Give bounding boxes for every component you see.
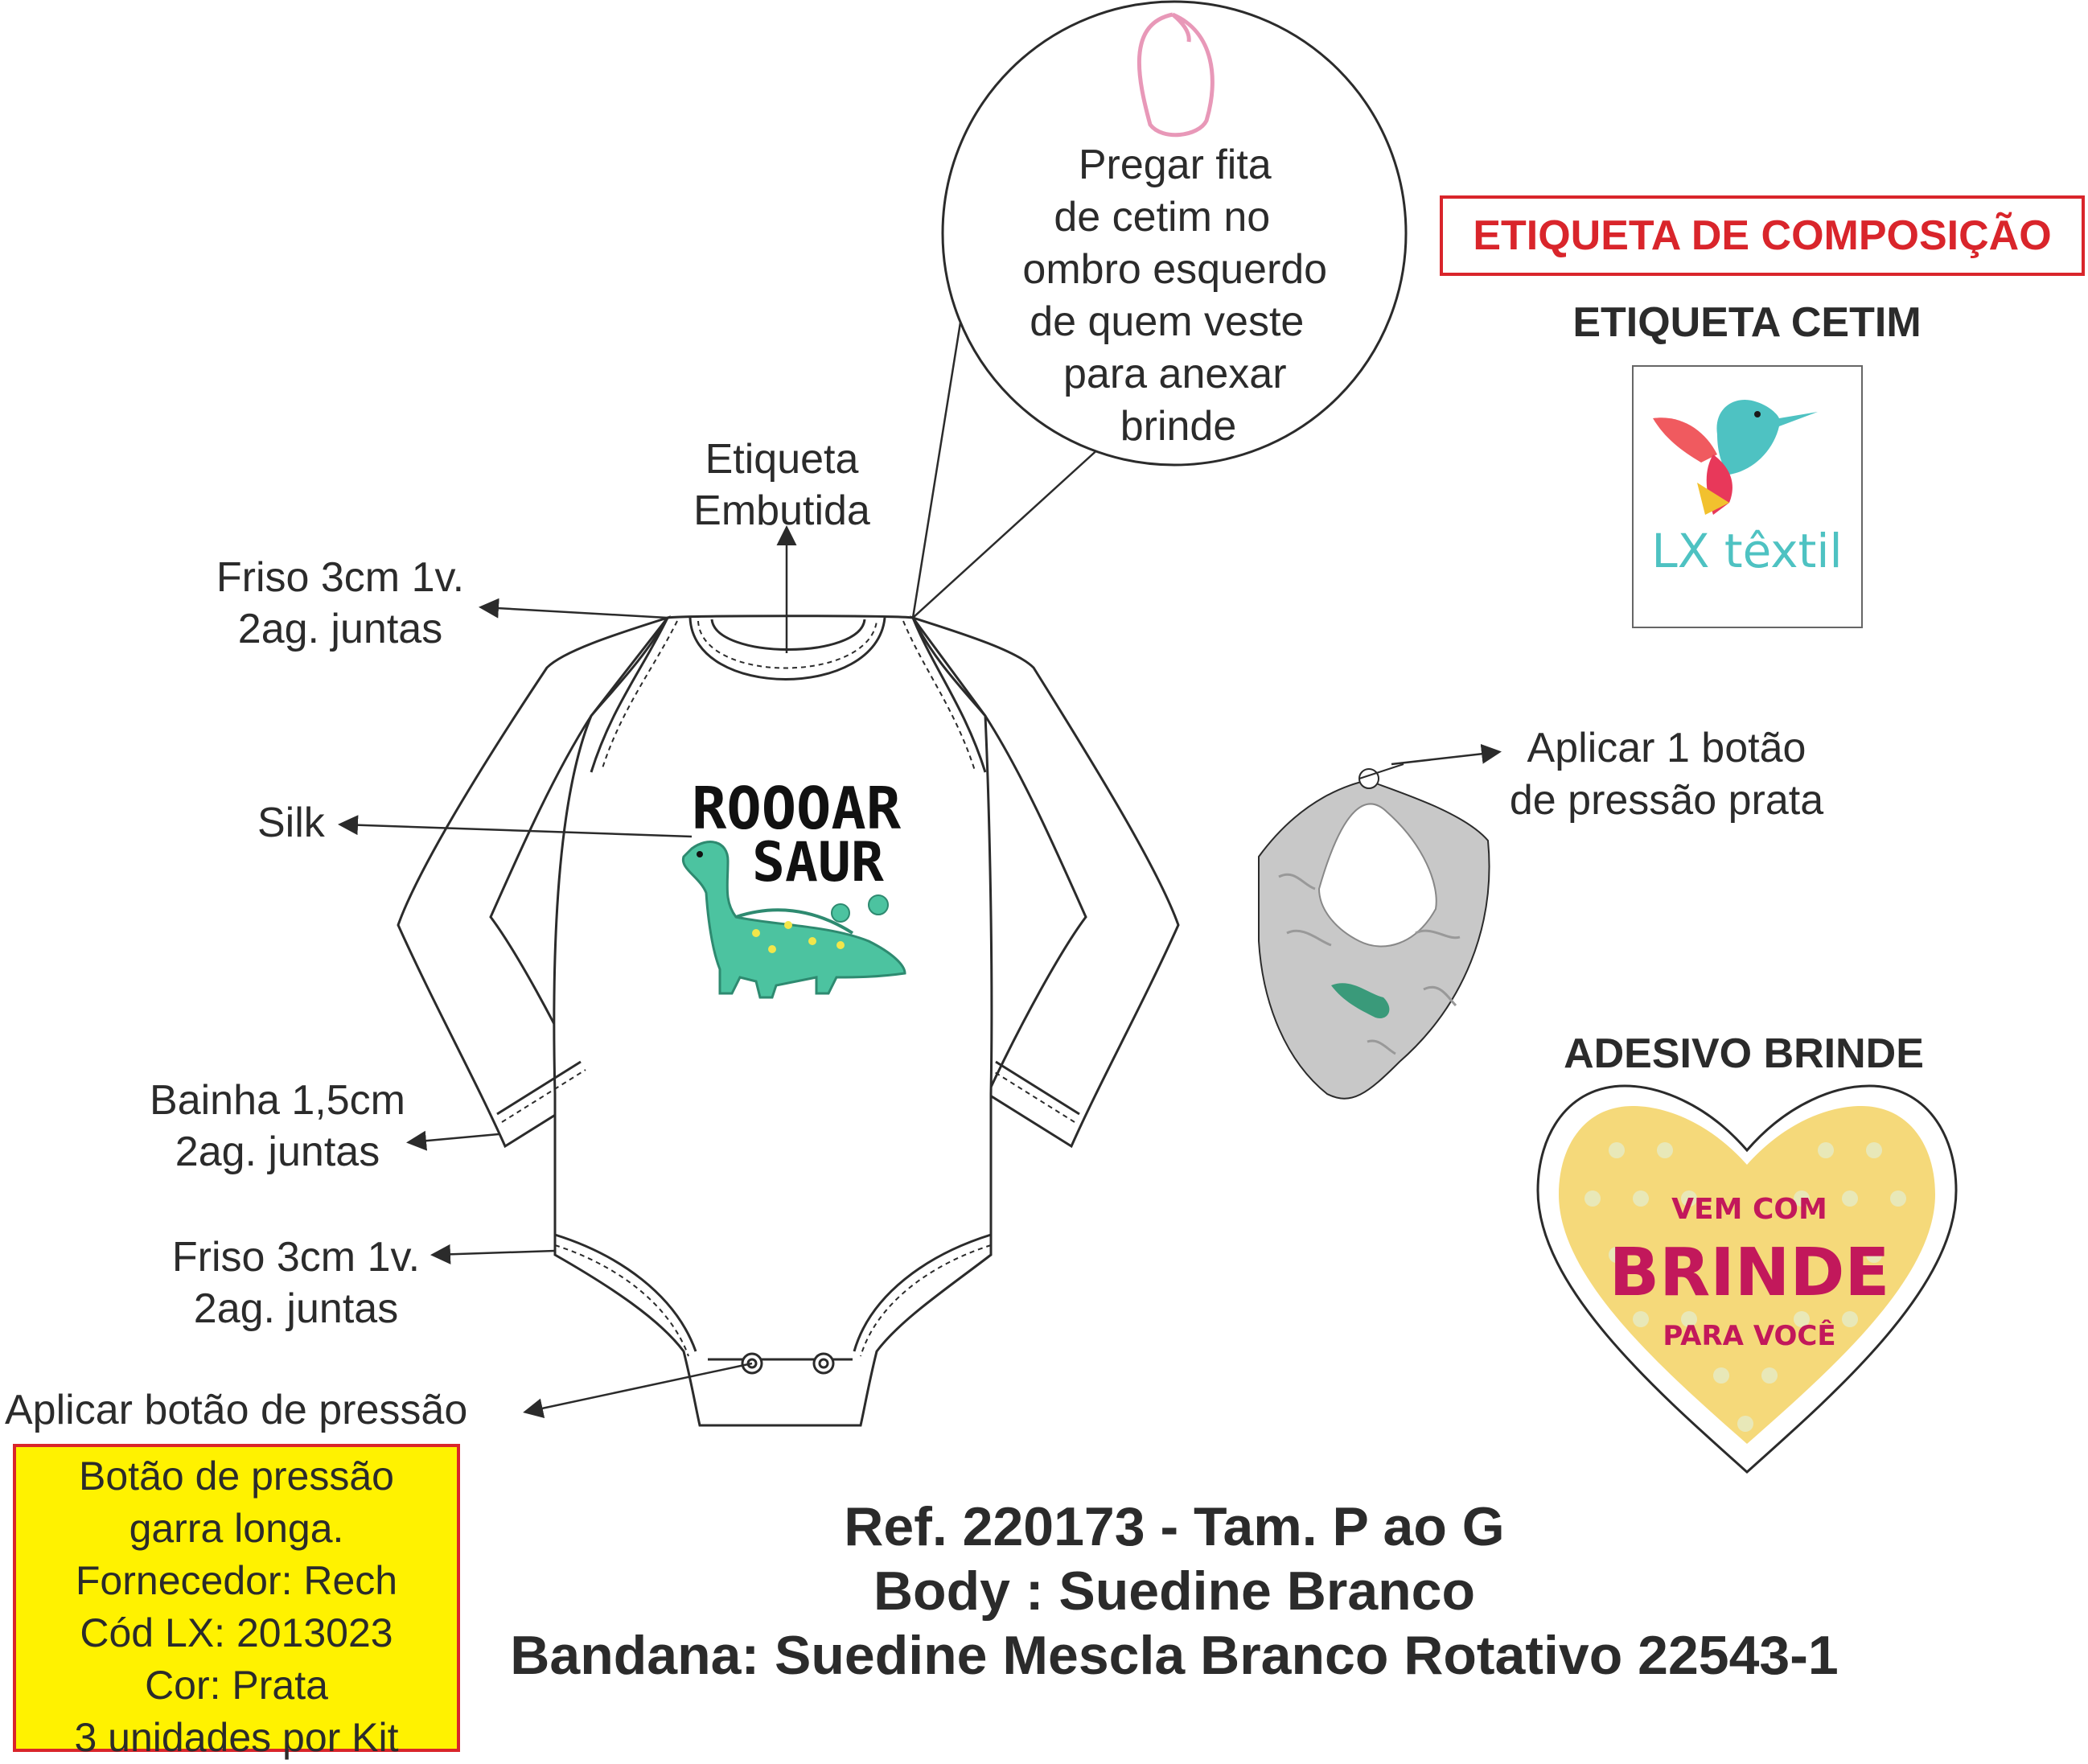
callout-lines [338, 317, 1502, 1419]
satin-label-card: LX têxtil [1632, 365, 1863, 628]
bodysuit-drawing [397, 615, 1180, 1427]
label-friso-bottom: Friso 3cm 1v.2ag. juntas [172, 1234, 420, 1332]
left-sleeve [397, 615, 672, 1149]
snap-info-line: Fornecedor: Rech [75, 1558, 398, 1603]
sticker-line-2: BRINDE [1609, 1235, 1890, 1311]
arrow-icon [406, 1130, 499, 1151]
reference-line-1: Ref. 220173 - Tam. P ao G [844, 1496, 1505, 1557]
silk-print: ROOOAR SAUR [681, 775, 906, 999]
arrow-icon [523, 1362, 753, 1419]
snap-info-line: Cor: Prata [145, 1663, 328, 1708]
reference-block: Ref. 220173 - Tam. P ao G Body : Suedine… [450, 1495, 1898, 1688]
label-friso-top: Friso 3cm 1v.2ag. juntas [216, 554, 464, 652]
print-line-2: SAUR [752, 831, 884, 894]
heart-sticker: VEM COM BRINDE PARA VOCÊ [1536, 1084, 1958, 1474]
label-aplicar-botao: Aplicar botão de pressão [5, 1387, 467, 1433]
dinosaur-icon [681, 841, 906, 999]
arrow-icon [479, 598, 668, 619]
right-sleeve [910, 615, 1180, 1149]
reference-line-2: Body : Suedine Branco [873, 1560, 1476, 1622]
sticker-title: ADESIVO BRINDE [1564, 1030, 1924, 1077]
bandana-drawing [1258, 763, 1490, 1100]
reference-line-3: Bandana: Suedine Mescla Branco Rotativo … [510, 1625, 1839, 1686]
print-line-1: ROOOAR [692, 775, 902, 842]
hummingbird-logo-icon [1653, 399, 1818, 515]
arrow-icon [430, 1244, 556, 1264]
satin-label-title: ETIQUETA CETIM [1572, 299, 1921, 346]
satin-ribbon-loop [1136, 12, 1215, 138]
neckline [688, 617, 886, 681]
sticker-line-1: VEM COM [1671, 1193, 1827, 1226]
arrow-icon [338, 815, 693, 838]
composition-label-box: ETIQUETA DE COMPOSIÇÃO [1440, 195, 2085, 276]
snap-info-line: 3 unidades por Kit [74, 1715, 399, 1760]
snap-info-box: Botão de pressão garra longa. Fornecedor… [13, 1444, 460, 1760]
brand-name: LX têxtil [1651, 524, 1842, 578]
cetim-detail-circle: Pregar fita de cetim no ombro esquerdo d… [941, 0, 1408, 467]
cetim-circle-text: Pregar fita de cetim no ombro esquerdo d… [1022, 142, 1338, 450]
arrow-icon [1391, 743, 1502, 766]
body-outline [553, 615, 993, 1427]
snap-info-line: Botão de pressão [79, 1454, 394, 1499]
label-silk: Silk [257, 800, 326, 846]
sticker-line-3: PARA VOCÊ [1663, 1319, 1835, 1352]
snap-info-line: garra longa. [129, 1506, 344, 1551]
bandana-snap-icon [1358, 768, 1379, 789]
snap-info-line: Cód LX: 2013023 [80, 1610, 393, 1655]
